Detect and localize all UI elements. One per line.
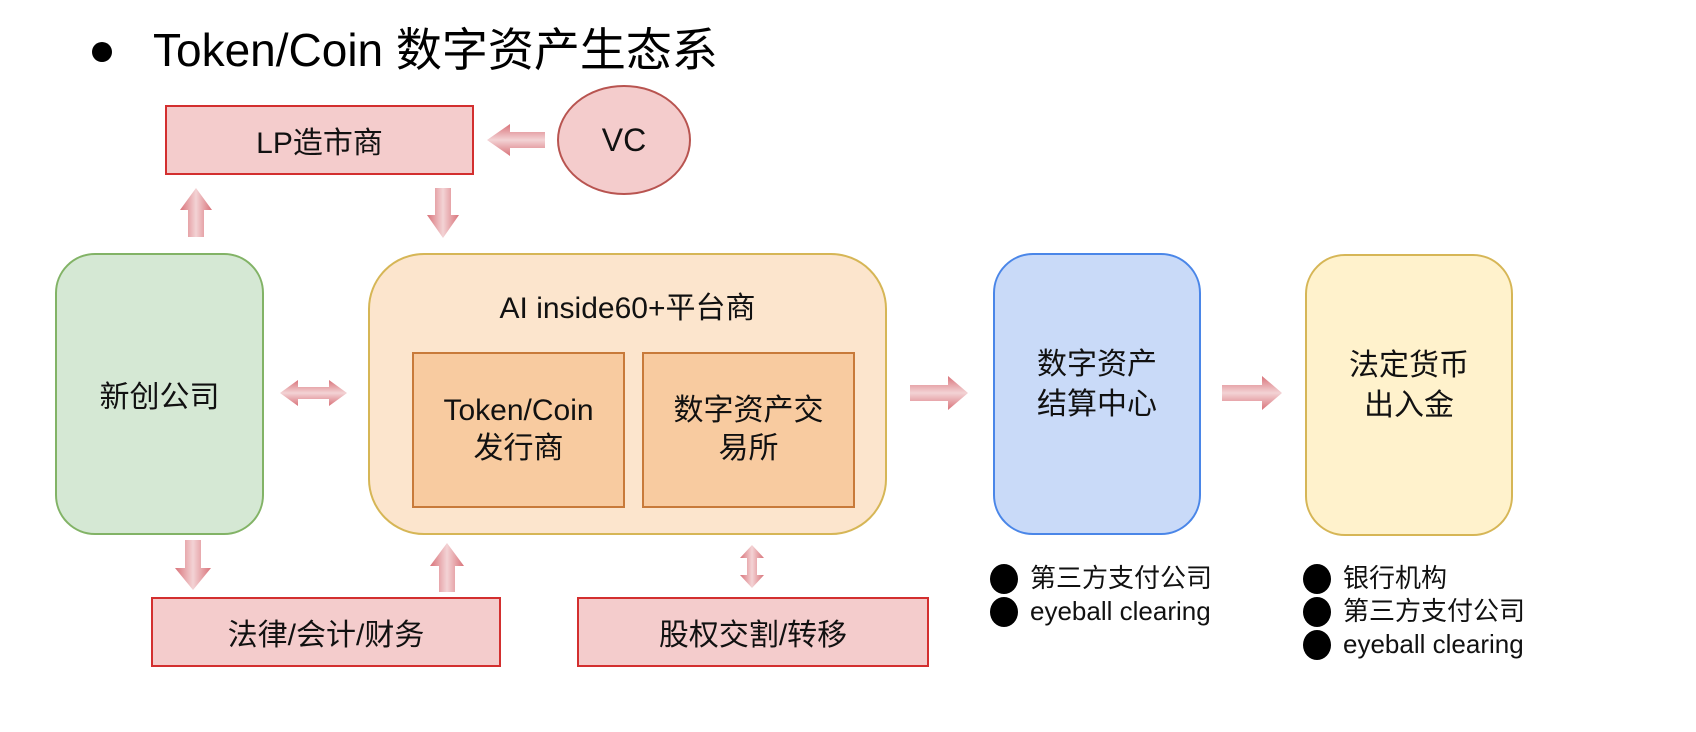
bullet-icon (1303, 563, 1331, 594)
arrow-left-icon (487, 124, 545, 156)
node-fiat-line2: 出入金 (1364, 389, 1454, 422)
page-title: Token/Coin 数字资产生态系 (153, 24, 718, 76)
node-token-issuer-line2: 发行商 (473, 432, 564, 465)
node-legal-label: 法律/会计/财务 (227, 619, 425, 652)
list-item-text: eyeball clearing (1030, 596, 1211, 626)
bullet-icon (990, 596, 1018, 627)
node-platform: AI inside60+平台商 Token/Coin 发行商 数字资产交 易所 (368, 253, 887, 535)
settlement-provider-list: 第三方支付公司 eyeball clearing (990, 562, 1212, 628)
node-lp-label: LP造市商 (256, 127, 383, 160)
list-item-text: 第三方支付公司 (1343, 596, 1526, 626)
bullet-icon (1303, 596, 1331, 627)
node-startup: 新创公司 (55, 253, 264, 535)
list-item-text: 银行机构 (1343, 563, 1448, 593)
node-vc-label: VC (601, 121, 647, 158)
node-settlement-line2: 结算中心 (1037, 388, 1157, 421)
bullet-icon (1303, 629, 1331, 660)
list-item: 银行机构 (1303, 562, 1525, 595)
arrow-down-icon (427, 188, 459, 238)
node-token-issuer: Token/Coin 发行商 (412, 352, 625, 508)
arrow-double-horizontal-icon (280, 380, 347, 406)
node-exchange: 数字资产交 易所 (642, 352, 855, 508)
node-settlement-line1: 数字资产 (1037, 348, 1157, 381)
node-legal-accounting: 法律/会计/财务 (151, 597, 501, 667)
node-exchange-line2: 易所 (718, 432, 779, 465)
title-bullet-icon (92, 42, 112, 62)
node-equity-transfer: 股权交割/转移 (577, 597, 929, 667)
arrow-down-icon (175, 540, 211, 590)
arrow-double-vertical-icon (740, 545, 764, 588)
list-item: eyeball clearing (990, 595, 1212, 628)
node-vc: VC (557, 85, 691, 195)
node-settlement-center: 数字资产 结算中心 (993, 253, 1201, 535)
list-item: 第三方支付公司 (990, 562, 1212, 595)
node-fiat-line1: 法定货币 (1349, 349, 1469, 382)
node-lp-market-maker: LP造市商 (165, 105, 474, 175)
node-fiat-gateway: 法定货币 出入金 (1305, 254, 1513, 536)
node-equity-label: 股权交割/转移 (658, 619, 848, 652)
fiat-provider-list: 银行机构 第三方支付公司 eyeball clearing (1303, 562, 1525, 661)
list-item: eyeball clearing (1303, 628, 1525, 661)
node-token-issuer-line1: Token/Coin (443, 394, 594, 427)
arrow-right-icon (910, 376, 968, 410)
list-item-text: eyeball clearing (1343, 629, 1524, 659)
list-item: 第三方支付公司 (1303, 595, 1525, 628)
arrow-up-icon (180, 188, 212, 237)
arrow-up-icon (430, 543, 464, 592)
arrow-right-icon (1222, 376, 1282, 410)
node-exchange-line1: 数字资产交 (673, 394, 824, 427)
list-item-text: 第三方支付公司 (1030, 563, 1213, 593)
node-platform-title: AI inside60+平台商 (499, 292, 756, 325)
bullet-icon (990, 563, 1018, 594)
node-startup-label: 新创公司 (99, 381, 220, 414)
